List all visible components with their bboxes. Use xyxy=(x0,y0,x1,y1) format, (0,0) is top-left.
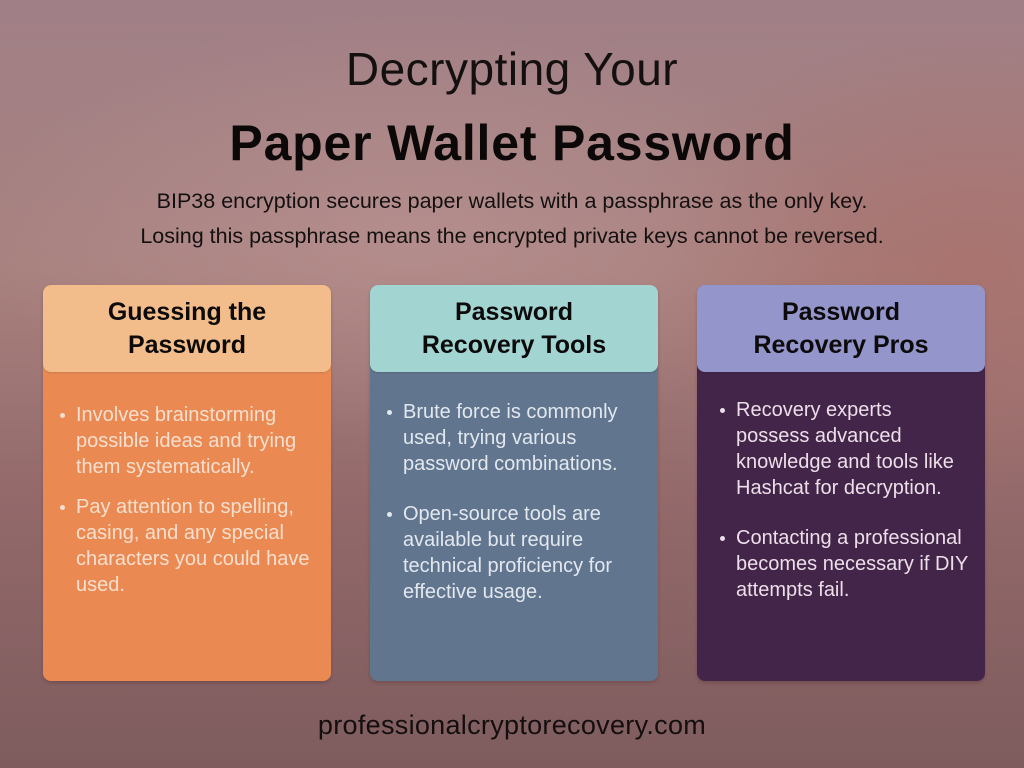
card-password-recovery-tools: Password Recovery Tools Brute force is c… xyxy=(370,285,658,681)
bullet-item: Pay attention to spelling, casing, and a… xyxy=(57,494,315,598)
card-password-recovery-pros: Password Recovery Pros Recovery experts … xyxy=(697,285,985,681)
bullet-item: Contacting a professional becomes necess… xyxy=(717,525,969,603)
bullet-text: Brute force is commonly used, trying var… xyxy=(403,401,618,475)
bullet-dot-icon xyxy=(720,408,725,413)
bullet-dot-icon xyxy=(60,505,65,510)
card-body: Involves brainstorming possible ideas an… xyxy=(43,365,331,681)
bullet-text: Contacting a professional becomes necess… xyxy=(736,527,968,601)
bullet-list: Involves brainstorming possible ideas an… xyxy=(57,402,315,598)
bullet-text: Recovery experts possess advanced knowle… xyxy=(736,399,954,499)
subtitle-line-2: Losing this passphrase means the encrypt… xyxy=(140,224,884,248)
bullet-item: Open-source tools are available but requ… xyxy=(384,501,642,605)
bullet-text: Involves brainstorming possible ideas an… xyxy=(76,404,297,478)
card-body: Brute force is commonly used, trying var… xyxy=(370,365,658,681)
bullet-dot-icon xyxy=(387,410,392,415)
bullet-item: Recovery experts possess advanced knowle… xyxy=(717,397,969,501)
title-line-1: Decrypting Your xyxy=(345,43,679,95)
bullet-text: Pay attention to spelling, casing, and a… xyxy=(76,496,310,596)
card-title-line-1: Password xyxy=(781,297,901,326)
card-title-line-2: Password xyxy=(127,330,247,359)
bullet-item: Brute force is commonly used, trying var… xyxy=(384,399,642,477)
card-header: Password Recovery Tools xyxy=(370,285,658,372)
card-title-line-1: Password xyxy=(454,297,574,326)
card-title-line-2: Recovery Pros xyxy=(753,330,929,359)
bullet-dot-icon xyxy=(720,536,725,541)
subtitle: BIP38 encryption secures paper wallets w… xyxy=(0,184,1024,254)
card-guessing-the-password: Guessing the Password Involves brainstor… xyxy=(43,285,331,681)
bullet-dot-icon xyxy=(60,413,65,418)
footer-website: professionalcryptorecovery.com xyxy=(317,710,707,740)
bullet-item: Involves brainstorming possible ideas an… xyxy=(57,402,315,480)
bullet-dot-icon xyxy=(387,512,392,517)
card-header: Guessing the Password xyxy=(43,285,331,372)
title-line-2: Paper Wallet Password xyxy=(229,115,795,171)
bullet-list: Recovery experts possess advanced knowle… xyxy=(717,397,969,603)
bullet-text: Open-source tools are available but requ… xyxy=(403,503,612,603)
card-title-line-1: Guessing the xyxy=(107,297,267,326)
subtitle-line-1: BIP38 encryption secures paper wallets w… xyxy=(156,189,868,213)
card-body: Recovery experts possess advanced knowle… xyxy=(697,365,985,681)
bullet-list: Brute force is commonly used, trying var… xyxy=(384,399,642,605)
card-title-line-2: Recovery Tools xyxy=(421,330,607,359)
card-header: Password Recovery Pros xyxy=(697,285,985,372)
